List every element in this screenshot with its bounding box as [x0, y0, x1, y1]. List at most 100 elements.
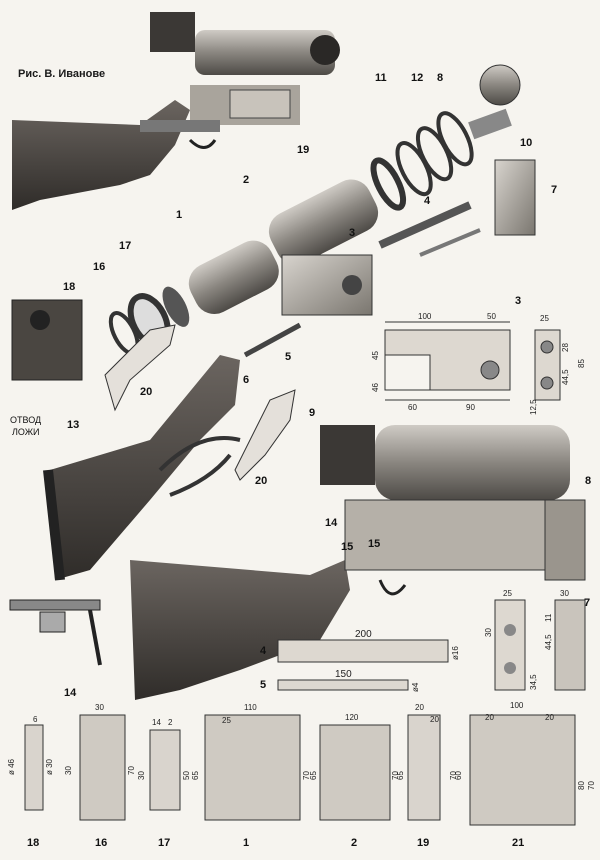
callout-7: 7	[551, 184, 558, 196]
dim-3-45: 45	[371, 351, 380, 360]
dim-1-110: 110	[244, 703, 257, 712]
dim-18-d30: ø 30	[45, 758, 54, 775]
top-rifle-stock	[12, 100, 190, 210]
plate-20a	[104, 324, 176, 412]
top-camera	[150, 12, 195, 52]
tube-1	[188, 240, 279, 314]
dim-4-200: 200	[355, 629, 372, 640]
bottom-stock	[130, 560, 350, 700]
dim-7-44-5: 44,5	[544, 634, 553, 650]
butt-plate	[43, 469, 65, 581]
bottom-grip-8	[544, 499, 586, 581]
dim-17-2: 2	[168, 718, 173, 727]
dim-4-d16: ø16	[451, 646, 460, 660]
plate-20b	[234, 389, 296, 481]
rod-4-drawing	[277, 639, 449, 663]
callout-18: 18	[63, 281, 76, 293]
bottom-label-21: 21	[512, 837, 525, 849]
top-guard	[140, 120, 220, 132]
bottom-label-18: 18	[27, 837, 40, 849]
callout-2: 2	[243, 174, 250, 186]
dim-21-80: 80	[577, 781, 586, 790]
dim-19-65: 65	[396, 771, 405, 780]
tube-2	[268, 179, 379, 265]
callout-7b: 7	[584, 597, 591, 609]
camera-body	[11, 299, 83, 381]
dim-16-30: 30	[95, 703, 104, 712]
callout-14b: 14	[325, 517, 338, 529]
dim-3-90: 90	[466, 403, 475, 412]
dim-7-30: 30	[560, 589, 569, 598]
dim-16-70: 70	[127, 766, 136, 775]
stock-13	[50, 355, 240, 580]
dim-7-34-5: 34,5	[529, 674, 538, 690]
callout-8: 8	[437, 72, 444, 84]
dim-21-70: 70	[587, 781, 596, 790]
ring-19	[370, 157, 407, 211]
bottom-label-17: 17	[158, 837, 171, 849]
dim-3-100: 100	[418, 312, 432, 321]
dim-16-30b: 30	[64, 766, 73, 775]
dim-3-12-5: 12,5	[529, 399, 538, 415]
callout-3: 3	[349, 227, 356, 239]
dim-3-44-5: 44,5	[561, 369, 570, 385]
bottom-trigger	[378, 579, 407, 596]
camera-lens	[30, 310, 50, 330]
top-scope-tube	[195, 30, 335, 75]
eyepiece	[479, 64, 521, 106]
bracket-14	[9, 599, 102, 666]
callout-4b: 4	[260, 645, 267, 657]
dim-2-65: 65	[309, 771, 318, 780]
bottom-label-19: 19	[417, 837, 430, 849]
dim-17-50: 50	[182, 771, 191, 780]
dim-5-d4: ø4	[411, 682, 420, 692]
callout-16: 16	[93, 261, 106, 273]
figure-caption: Рис. В. Иванове	[18, 68, 106, 80]
dim-7-11: 11	[544, 613, 553, 622]
dim-3-28: 28	[561, 343, 570, 352]
bottom-receiver	[344, 499, 576, 571]
ring-17	[162, 286, 190, 327]
bracket-7	[494, 159, 536, 236]
dim-21-100: 100	[510, 701, 524, 710]
scope-8	[468, 108, 512, 140]
rod-4b	[419, 228, 481, 257]
bottom-row-parts	[24, 714, 576, 826]
rod-5-drawing	[277, 679, 409, 691]
dim-2-120: 120	[345, 713, 359, 722]
callout-14: 14	[64, 687, 77, 699]
bottom-label-16: 16	[95, 837, 108, 849]
callout-17: 17	[119, 240, 132, 252]
dim-1-25: 25	[222, 716, 231, 725]
bottom-label-1: 1	[243, 837, 250, 849]
dim-21-60: 60	[454, 771, 463, 780]
bottom-camera	[320, 425, 375, 485]
callout-1: 1	[176, 209, 183, 221]
dim-21-20: 20	[485, 713, 494, 722]
dim-3-50: 50	[487, 312, 496, 321]
callout-11: 11	[375, 72, 387, 84]
callout-5: 5	[285, 351, 292, 363]
bottom-label-2: 2	[351, 837, 358, 849]
dim-17-30: 30	[137, 771, 146, 780]
side-label-2: ЛОЖИ	[12, 427, 40, 437]
dim-19-20b: 20	[430, 715, 439, 724]
callout-10: 10	[520, 137, 533, 149]
dim-19-20: 20	[415, 703, 424, 712]
rod-5	[243, 322, 302, 358]
top-lens	[310, 35, 340, 65]
dim-7-30b: 30	[484, 628, 493, 637]
callout-15: 15	[341, 541, 354, 553]
callout-8b: 8	[585, 475, 592, 487]
callout-4: 4	[424, 195, 431, 207]
callout-20a: 20	[140, 386, 153, 398]
callout-6: 6	[243, 374, 250, 386]
callout-15b: 15	[368, 538, 381, 550]
dim-5-150: 150	[335, 669, 352, 680]
dim-3-25: 25	[540, 314, 549, 323]
ring-12	[436, 111, 474, 167]
dim-1-65: 65	[191, 771, 200, 780]
bottom-scope	[375, 425, 570, 500]
callout-13: 13	[67, 419, 80, 431]
